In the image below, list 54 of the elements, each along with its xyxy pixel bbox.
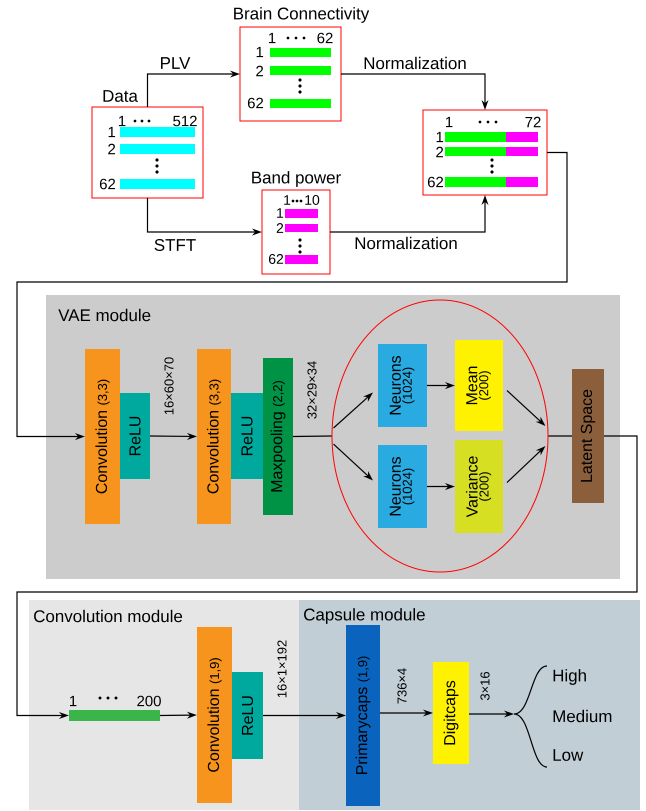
edge-label: Normalization (356, 236, 457, 250)
index-label: 62 (269, 254, 284, 264)
mean-block: Mean (200) (455, 340, 503, 431)
relu-block: ReLU (120, 393, 150, 479)
edge-label: 16×1×192 (277, 640, 287, 698)
class-label: High (554, 669, 586, 685)
relu-block: ReLU (232, 672, 263, 759)
conv-block: Convolution (3,3) (197, 349, 231, 524)
index-label: 62 (428, 176, 444, 188)
index-label: 1 (284, 195, 290, 205)
index-label: 1 (436, 132, 444, 142)
pooling-block: Maxpooling (2,2) (263, 358, 293, 515)
index-label: 2 (108, 144, 116, 154)
index-label: 62 (248, 98, 264, 108)
index-label: 1 (118, 116, 126, 126)
index-label: 2 (436, 146, 444, 158)
class-label: Medium (554, 710, 612, 722)
index-label: 2 (256, 66, 264, 76)
index-label: 1 (70, 696, 76, 706)
conv-block: Convolution (3,3) (85, 349, 120, 524)
index-label: 1 (277, 208, 284, 218)
index-label: 2 (276, 223, 284, 233)
index-label: 1 (446, 116, 452, 128)
index-label: 62 (317, 32, 333, 44)
box-title: Data (104, 90, 138, 102)
capsule-block: Digitcaps (433, 662, 469, 764)
edge-label: 736×4 (397, 668, 407, 704)
index-label: 62 (100, 178, 116, 190)
index-label: 200 (137, 696, 161, 706)
grouping-ellipse (332, 300, 548, 572)
latent-block: Latent Space (572, 369, 604, 503)
neuron-block: Neurons (1024) (378, 445, 427, 528)
edge-label: STFT (154, 239, 196, 251)
neuron-block: Neurons (1024) (378, 344, 427, 427)
index-label: 512 (173, 116, 197, 126)
variance-block: Variance (200) (455, 440, 503, 533)
capsule-block: Primarycaps (1,9) (346, 625, 380, 806)
index-label: 1 (268, 32, 276, 44)
edge-label: PLV (161, 57, 190, 69)
box-title: Band power (252, 171, 341, 187)
index-label: 1 (108, 126, 116, 138)
relu-block: ReLU (231, 393, 263, 479)
box-title: Brain Connectivity (234, 7, 370, 23)
edge-label: 16×60×70 (164, 357, 174, 414)
conv-block: Convolution (1,9) (197, 627, 232, 803)
edge-label: 32×29×34 (307, 361, 317, 419)
edge-label: 3×16 (480, 672, 490, 700)
index-label: 10 (305, 195, 320, 205)
connector-line (548, 435, 572, 437)
index-label: 72 (525, 116, 541, 128)
connector-line (292, 435, 332, 438)
class-label: Low (554, 749, 584, 761)
index-label: 1 (256, 46, 264, 58)
edge-label: Normalization (364, 56, 466, 70)
